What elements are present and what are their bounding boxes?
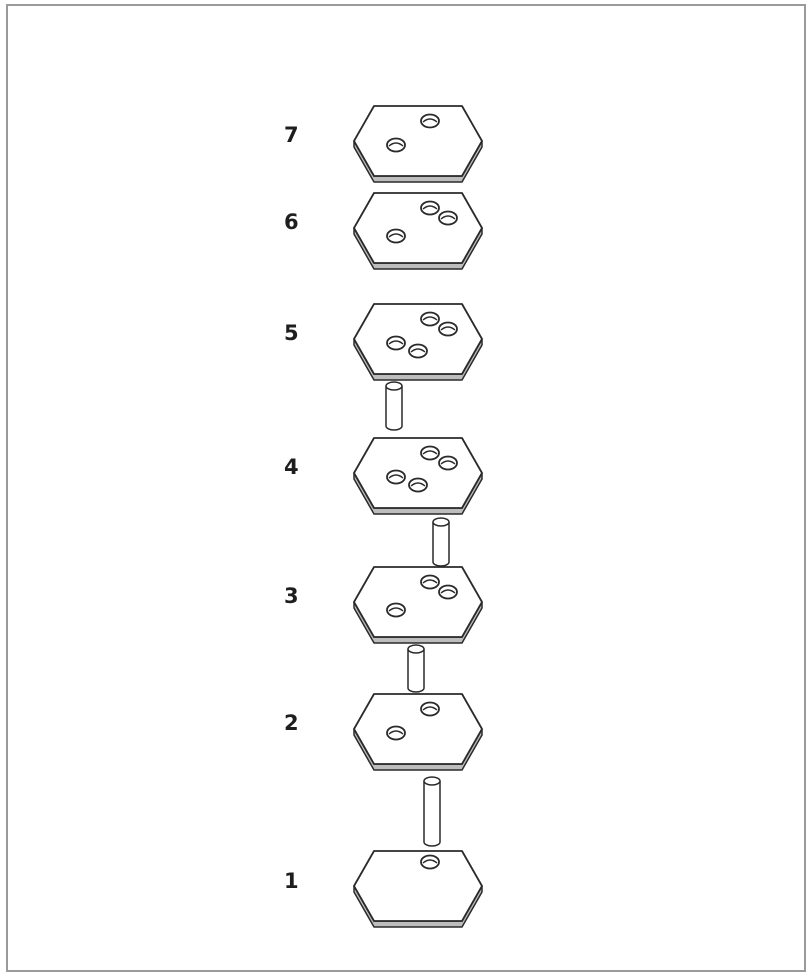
hole-icon	[438, 584, 458, 600]
hole-icon	[386, 137, 406, 153]
hole-inner-edge	[422, 118, 438, 123]
hole-inner-edge	[388, 730, 404, 735]
plate-layer-4	[353, 437, 483, 515]
hole-inner-edge	[410, 482, 426, 487]
layer-label-6: 6	[284, 210, 299, 234]
hole-icon	[408, 477, 428, 493]
peg-1	[385, 381, 403, 431]
hole-icon	[420, 113, 440, 129]
plate-layer-6	[353, 192, 483, 270]
peg-2	[432, 517, 450, 567]
layer-label-2: 2	[284, 711, 299, 735]
hole-inner-edge	[388, 340, 404, 345]
layer-label-1: 1	[284, 869, 299, 893]
hole-inner-edge	[422, 316, 438, 321]
hole-inner-edge	[422, 450, 438, 455]
hole-icon	[386, 469, 406, 485]
hole-icon	[438, 210, 458, 226]
plate-face	[353, 192, 483, 264]
hole-icon	[420, 200, 440, 216]
peg-3	[407, 644, 425, 693]
peg-top	[432, 517, 450, 527]
layer-label-5: 5	[284, 321, 299, 345]
plate-face	[353, 693, 483, 765]
hole-inner-edge	[422, 579, 438, 584]
plate-layer-3	[353, 566, 483, 644]
hole-icon	[386, 602, 406, 618]
hole-inner-edge	[440, 460, 456, 465]
hole-icon	[420, 574, 440, 590]
hole-inner-edge	[422, 706, 438, 711]
peg-body	[407, 649, 425, 693]
hole-inner-edge	[388, 142, 404, 147]
hole-icon	[438, 455, 458, 471]
peg-top	[385, 381, 403, 391]
hole-inner-edge	[440, 215, 456, 220]
plate-face	[353, 105, 483, 177]
plate-face	[353, 303, 483, 375]
peg-body	[432, 522, 450, 567]
hole-icon	[408, 343, 428, 359]
plate-face	[353, 437, 483, 509]
hole-inner-edge	[388, 474, 404, 479]
plate-face	[353, 850, 483, 922]
hole-inner-edge	[422, 859, 438, 864]
hole-inner-edge	[440, 589, 456, 594]
layer-label-4: 4	[284, 455, 299, 479]
peg-top	[423, 776, 441, 786]
plate-face	[353, 566, 483, 638]
hole-inner-edge	[388, 607, 404, 612]
hole-inner-edge	[410, 348, 426, 353]
peg-4	[423, 776, 441, 847]
hole-icon	[420, 854, 440, 870]
plate-layer-1	[353, 850, 483, 928]
hole-icon	[420, 311, 440, 327]
hole-icon	[438, 321, 458, 337]
plate-layer-7	[353, 105, 483, 183]
hole-icon	[386, 725, 406, 741]
peg-top	[407, 644, 425, 654]
pegs-group	[385, 381, 450, 847]
hole-inner-edge	[440, 326, 456, 331]
plate-layer-2	[353, 693, 483, 771]
hole-icon	[386, 228, 406, 244]
hole-icon	[420, 701, 440, 717]
hole-inner-edge	[388, 233, 404, 238]
peg-body	[385, 386, 403, 431]
layer-label-3: 3	[284, 584, 299, 608]
hole-icon	[420, 445, 440, 461]
hole-inner-edge	[422, 205, 438, 210]
hole-icon	[386, 335, 406, 351]
plate-layer-5	[353, 303, 483, 381]
plates-group	[353, 105, 483, 928]
peg-body	[423, 781, 441, 847]
layer-label-7: 7	[284, 123, 299, 147]
